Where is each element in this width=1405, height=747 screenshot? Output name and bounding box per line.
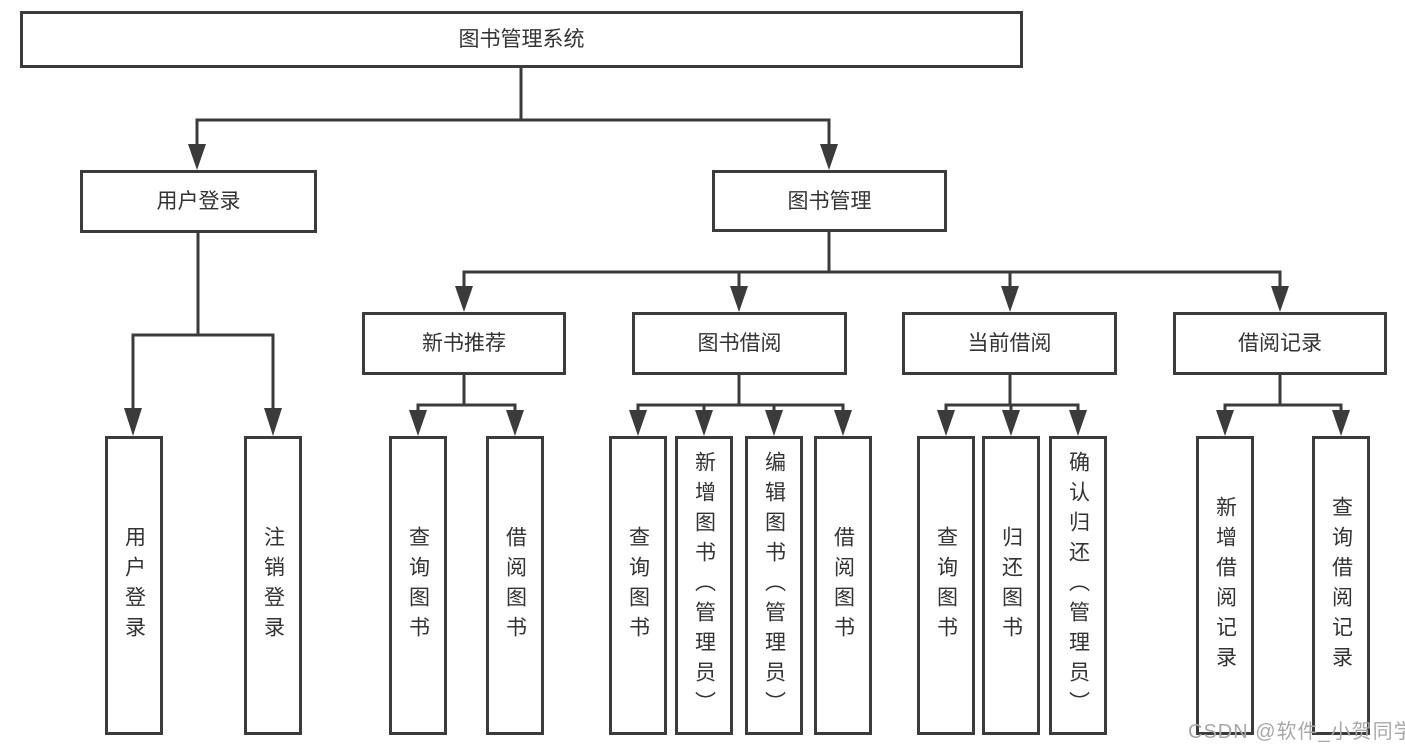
arrowhead-user-login	[188, 144, 206, 170]
node-user-login: 用户登录	[80, 170, 317, 233]
leaf-borrow-edit-books-admin: 编辑图书（管理员）	[745, 436, 803, 735]
csdn-watermark: CSDN @软件_小贺同学	[1188, 721, 1405, 743]
arrowhead-cb-return	[1002, 410, 1020, 436]
node-root-system: 图书管理系统	[20, 11, 1023, 68]
leaf-records-query-record: 查询借阅记录	[1312, 436, 1370, 735]
arrowhead-newbook	[455, 286, 473, 312]
node-new-book-recommendation: 新书推荐	[362, 312, 566, 375]
leaf-current-return-books: 归还图书	[982, 436, 1040, 735]
leaf-borrow-query-books: 查询图书	[609, 436, 667, 735]
leaf-logout: 注销登录	[244, 436, 302, 735]
arrowhead-cb-confirm	[1069, 410, 1087, 436]
leaf-current-confirm-return-admin: 确认归还（管理员）	[1049, 436, 1107, 735]
arrowhead-bookborrow	[730, 286, 748, 312]
arrowhead-book-mgmt	[820, 144, 838, 170]
arrowhead-cb-query	[937, 410, 955, 436]
arrowhead-records	[1271, 286, 1289, 312]
node-book-management: 图书管理	[712, 170, 947, 232]
node-current-borrowing: 当前借阅	[902, 312, 1117, 375]
arrowhead-leaf-logout	[264, 408, 282, 436]
arrowhead-br-query	[1332, 410, 1350, 436]
leaf-borrow-add-books-admin: 新增图书（管理员）	[675, 436, 733, 735]
arrowhead-bb-edit	[765, 410, 783, 436]
node-borrowing-records: 借阅记录	[1173, 312, 1387, 375]
leaf-records-add-record: 新增借阅记录	[1196, 436, 1254, 735]
leaf-user-login: 用户登录	[105, 436, 163, 735]
arrowhead-current	[1001, 286, 1019, 312]
arrowhead-br-add	[1216, 410, 1234, 436]
arrowhead-nb-borrow	[506, 410, 524, 436]
leaf-newbook-query-books: 查询图书	[389, 436, 447, 735]
leaf-borrow-borrow-books: 借阅图书	[814, 436, 872, 735]
leaf-newbook-borrow-books: 借阅图书	[486, 436, 544, 735]
arrowhead-nb-query	[409, 410, 427, 436]
node-book-borrowing: 图书借阅	[632, 312, 847, 375]
arrowhead-bb-borrow	[834, 410, 852, 436]
arrowhead-bb-query	[629, 410, 647, 436]
arrowhead-bb-add	[695, 410, 713, 436]
leaf-current-query-books: 查询图书	[917, 436, 975, 735]
arrowhead-leaf-login	[124, 408, 142, 436]
